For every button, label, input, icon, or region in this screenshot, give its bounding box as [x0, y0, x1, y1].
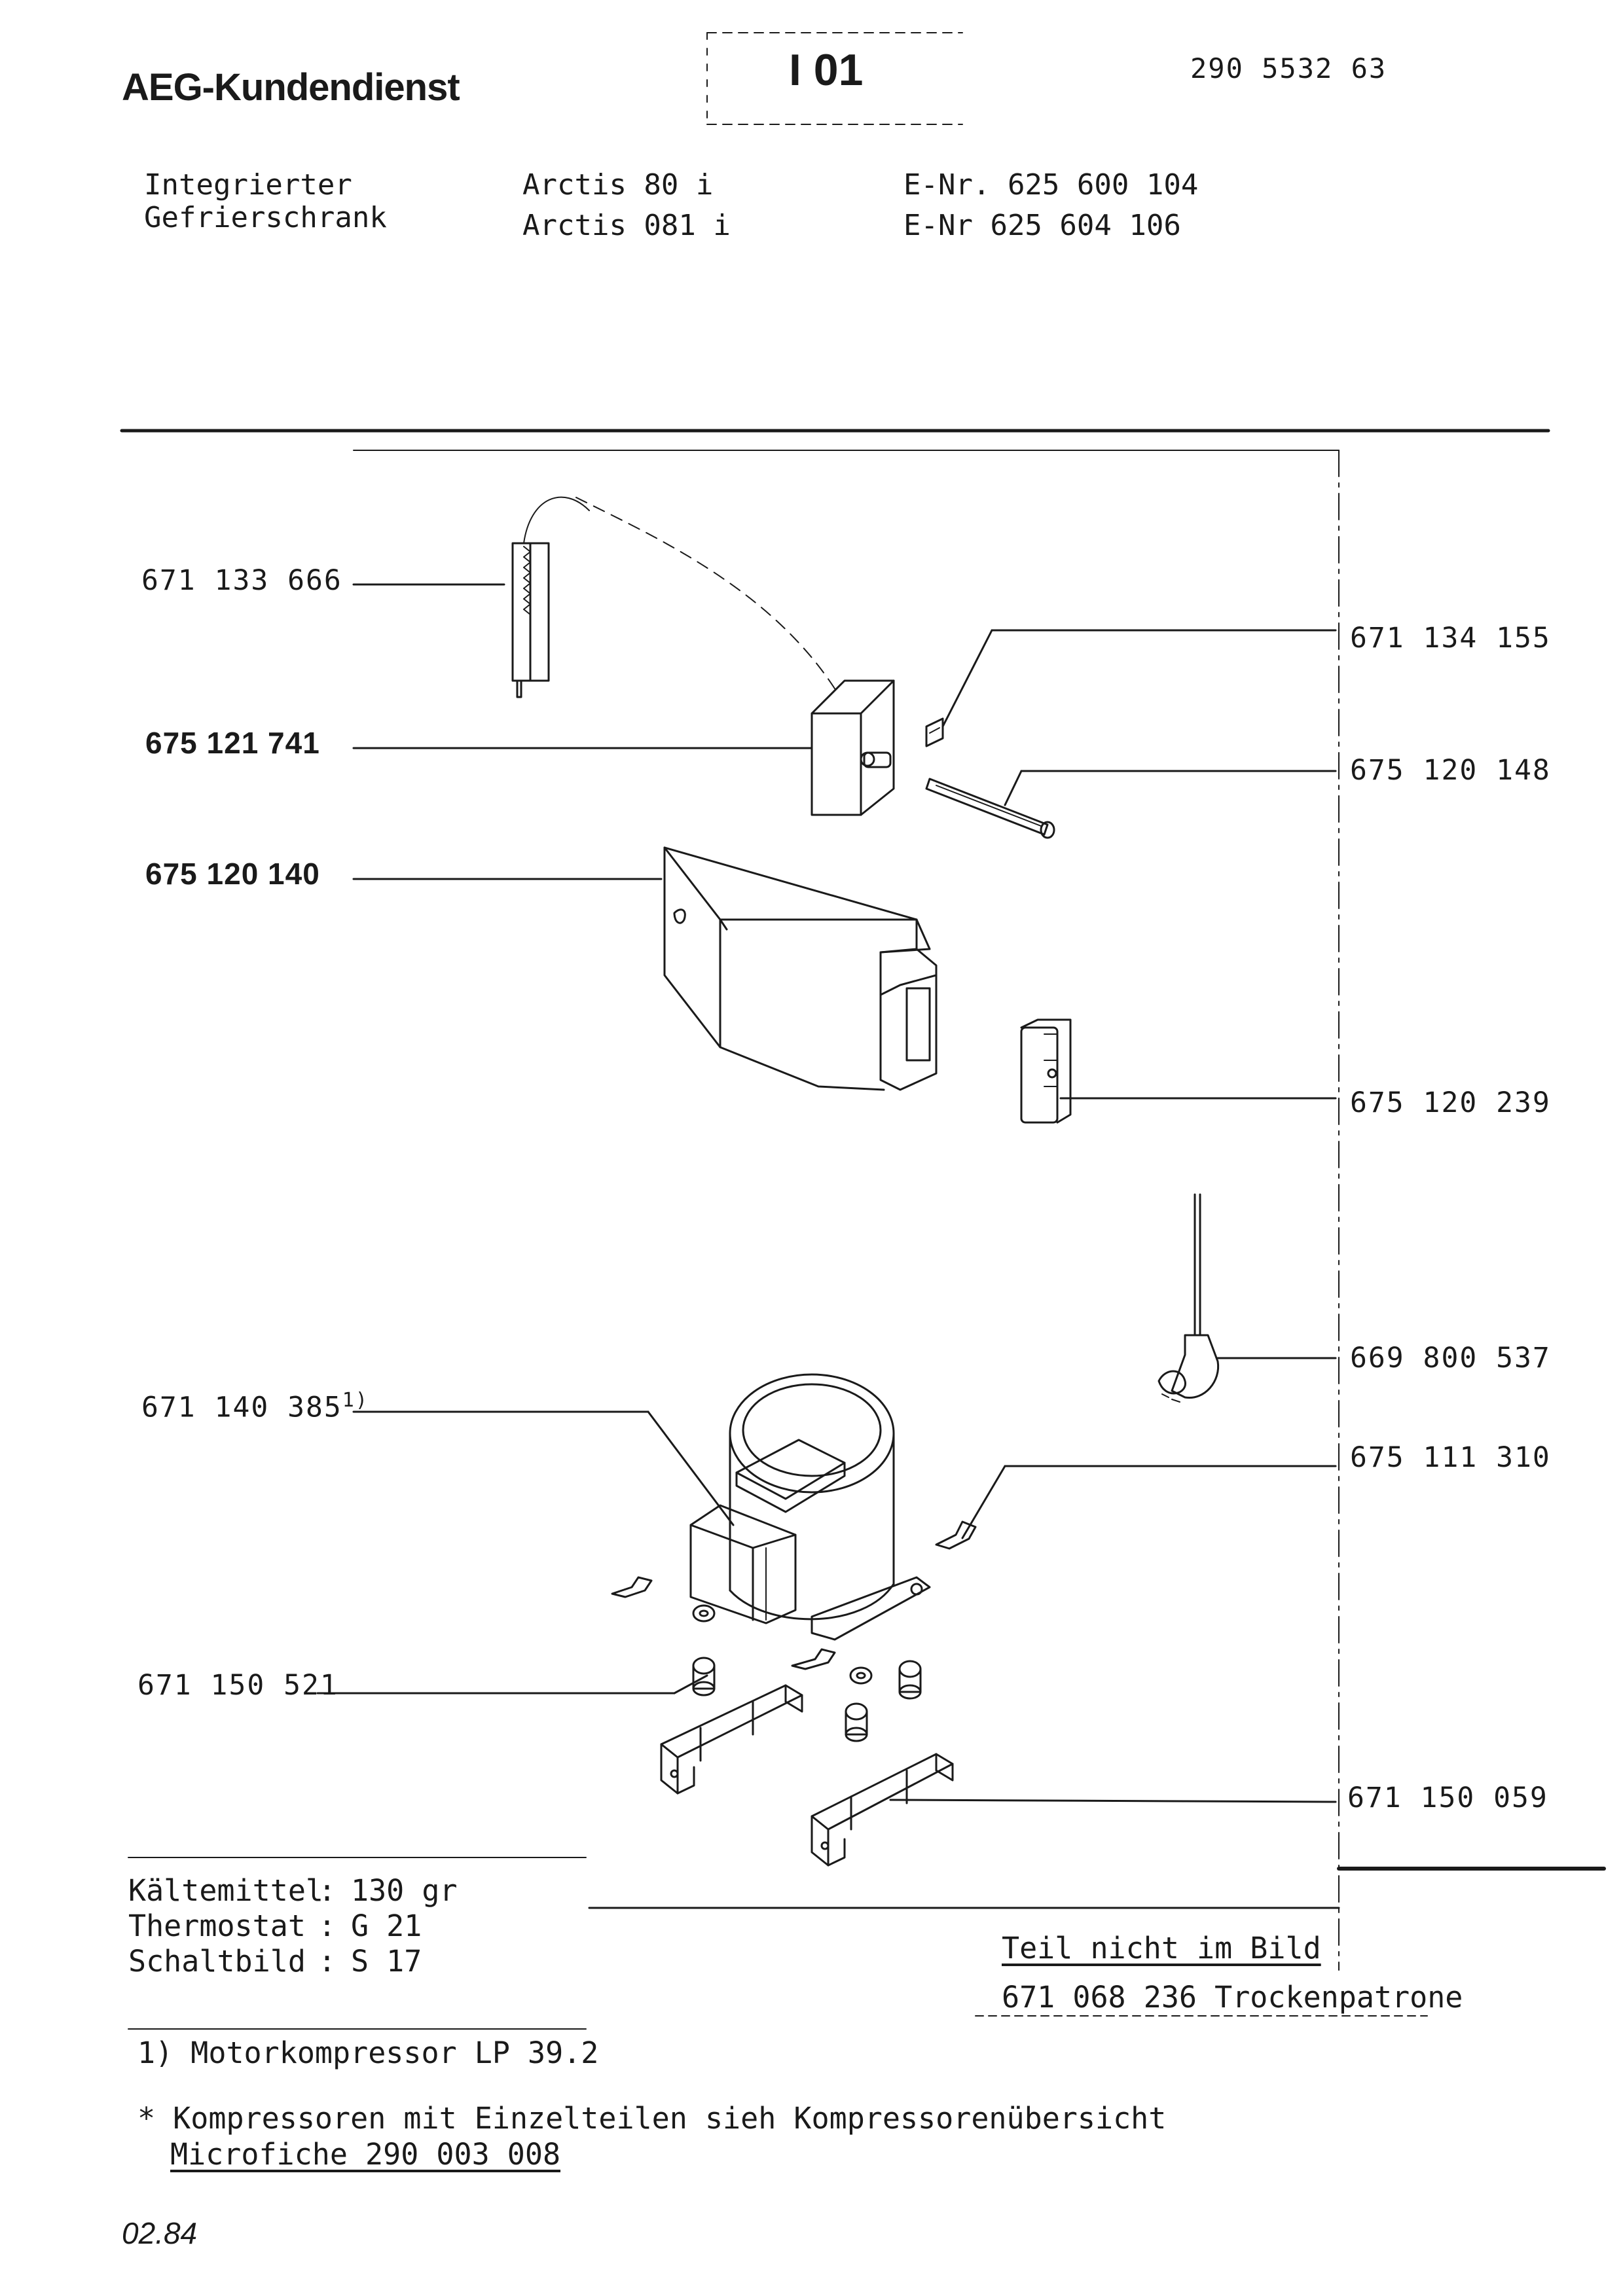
document-number: 290 5532 63: [1190, 52, 1387, 84]
part-number-671150521: 671 150 521: [137, 1669, 338, 1702]
mounting-rail-right: [811, 1753, 954, 1867]
leader-671150059: [889, 1799, 1337, 1803]
part-number-675120148: 675 120 148: [1350, 754, 1551, 787]
part-number-671133666: 671 133 666: [141, 564, 342, 597]
compressor-part-number: 671 140 385: [141, 1391, 342, 1424]
product-type-line1: Integrierter: [144, 168, 352, 202]
switch-part: [1020, 1018, 1072, 1124]
product-type: Integrierter Gefrierschrank: [144, 169, 387, 234]
issue-date: 02.84: [122, 2216, 198, 2250]
clamp-left: [611, 1576, 653, 1598]
spec-row: Kältemittel:130 gr: [128, 1873, 458, 1908]
enr-1: E-Nr. 625 600 104: [903, 168, 1199, 202]
clamp-center: [791, 1648, 836, 1670]
mounting-rail-left: [660, 1684, 803, 1795]
part-number-675120239: 675 120 239: [1350, 1086, 1551, 1119]
footnote-2-reference: Microfiche 290 003 008: [170, 2137, 561, 2172]
spec-row: Thermostat:G 21: [128, 1909, 422, 1943]
part-number-675111310: 675 111 310: [1350, 1441, 1551, 1474]
clip-part: [925, 717, 944, 747]
not-in-picture-heading: Teil nicht im Bild: [1002, 1931, 1321, 1965]
shaft-part: [925, 778, 1055, 839]
leader-675120148-angle: [1004, 770, 1023, 806]
leader-671134155-angle: [941, 629, 993, 728]
leader-671150521-angle: [673, 1674, 708, 1695]
leader-671140385-angle: [647, 1410, 735, 1526]
compressor-part: [689, 1373, 931, 1641]
part-number-671150059: 671 150 059: [1347, 1782, 1548, 1814]
capillary-sensor-part: [511, 496, 590, 698]
part-number-675121741: 675 121 741: [145, 726, 320, 760]
model-2: Arctis 081 i: [522, 209, 731, 242]
part-number-669800537: 669 800 537: [1350, 1342, 1551, 1374]
section-code: I 01: [789, 45, 864, 95]
brand-title: AEG-Kundendienst: [122, 66, 460, 109]
not-in-picture-item: 671 068 236 Trockenpatrone: [1002, 1980, 1463, 2015]
footnote-ref: 1): [342, 1389, 369, 1412]
leader-675111310-angle: [961, 1465, 1006, 1539]
part-number-671140385: 671 140 3851): [141, 1389, 369, 1424]
clamp-right: [935, 1520, 977, 1550]
part-number-675120140: 675 120 140: [145, 857, 320, 891]
spec-table: Kältemittel:130 gr Thermostat:G 21 Schal…: [128, 1873, 458, 1979]
housing-part: [663, 846, 938, 1091]
capillary-dashed-tube: [575, 497, 839, 694]
grommet-set: [692, 1604, 922, 1742]
enr-2: E-Nr 625 604 106: [903, 209, 1181, 242]
model-1: Arctis 80 i: [522, 168, 714, 202]
spec-row: Schaltbild:S 17: [128, 1944, 422, 1979]
part-number-671134155: 671 134 155: [1350, 622, 1551, 655]
footnote-2: * Kompressoren mit Einzelteilen sieh Kom…: [137, 2101, 1167, 2136]
product-type-line2: Gefrierschrank: [144, 201, 387, 234]
footnote-1: 1) Motorkompressor LP 39.2: [137, 2036, 599, 2070]
relay-cable-part: [1158, 1193, 1220, 1403]
thermostat-part: [811, 679, 895, 816]
